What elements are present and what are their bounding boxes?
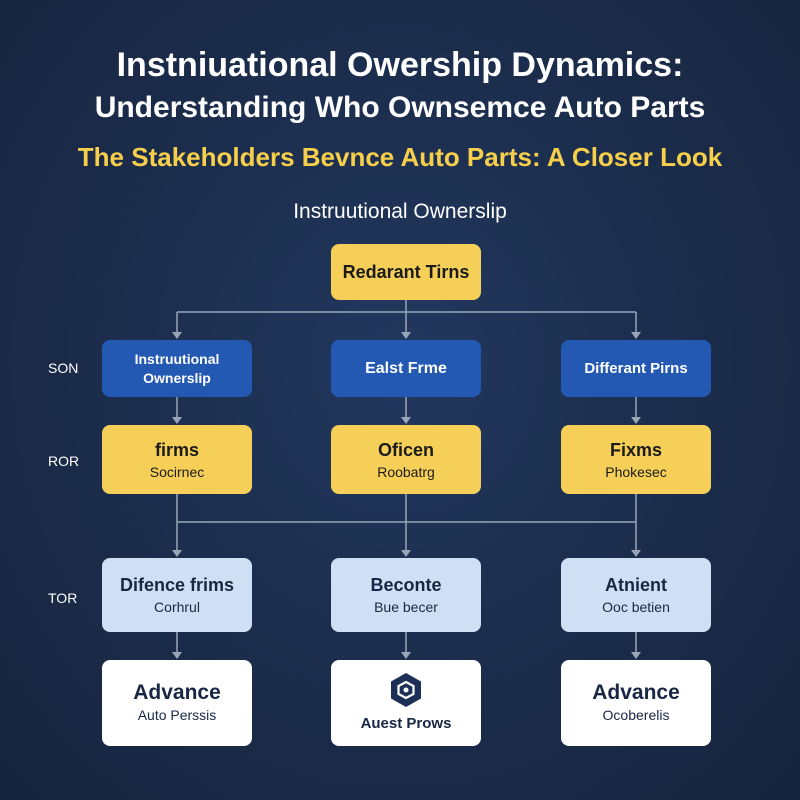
node-level1-1-label: Instruutional Ownerslip xyxy=(134,350,220,386)
node-level2-3: Fixms Phokesec xyxy=(561,425,711,494)
node-level4-1: Advance Auto Perssis xyxy=(102,660,252,746)
node-level2-2: Oficen Roobatrg xyxy=(331,425,481,494)
row-label-3: TOR xyxy=(48,590,78,606)
node-level1-2: Ealst Frme xyxy=(331,340,481,397)
node-level4-2: Auest Prows xyxy=(331,660,481,746)
node-level3-1-label: Difence frims xyxy=(119,575,235,595)
node-level4-1-label: Advance xyxy=(133,681,221,704)
node-level3-1: Difence frims Corhrul xyxy=(102,558,252,632)
node-level2-2-label: Oficen xyxy=(377,439,434,460)
node-level1-3-label: Differant Pirns xyxy=(584,360,688,377)
title-line-1: Instniuational Owership Dynamics: xyxy=(116,46,684,84)
node-level2-2-sub: Roobatrg xyxy=(377,463,435,480)
node-level2-3-label: Fixms xyxy=(609,439,663,460)
subtitle: The Stakeholders Bevnce Auto Parts: A Cl… xyxy=(77,142,723,172)
node-level1-1: Instruutional Ownerslip xyxy=(102,340,252,397)
hexagon-logo-icon xyxy=(391,673,421,707)
node-level3-3-sub: Ooc betien xyxy=(602,599,670,615)
node-level1-3: Differant Pirns xyxy=(561,340,711,397)
node-level4-1-sub: Auto Perssis xyxy=(137,707,217,723)
node-level4-3-label: Advance xyxy=(592,681,680,704)
node-level3-2-label: Beconte xyxy=(370,575,442,595)
row-label-2: ROR xyxy=(48,453,80,469)
node-root: Redarant Tirns xyxy=(331,244,481,300)
node-level2-1-label: firms xyxy=(154,439,199,460)
node-level3-3: Atnient Ooc betien xyxy=(561,558,711,632)
node-level3-1-sub: Corhrul xyxy=(154,599,200,615)
node-level3-2: Beconte Bue becer xyxy=(331,558,481,632)
node-level3-3-label: Atnient xyxy=(605,575,667,595)
title-line-2: Understanding Who Ownsemce Auto Parts xyxy=(94,91,706,124)
node-root-label: Redarant Tirns xyxy=(342,262,470,282)
node-level2-3-sub: Phokesec xyxy=(605,463,667,480)
node-level3-2-sub: Bue becer xyxy=(374,599,438,615)
node-level4-3-sub: Ocoberelis xyxy=(602,707,670,723)
node-level4-3: Advance Ocoberelis xyxy=(561,660,711,746)
row-label-1: SON xyxy=(48,360,79,376)
node-level4-2-label: Auest Prows xyxy=(360,715,452,732)
node-level1-2-label: Ealst Frme xyxy=(365,360,447,377)
node-level2-1: firms Socirnec xyxy=(102,425,252,494)
section-label: Instruutional Ownerslip xyxy=(293,200,507,223)
node-level2-1-sub: Socirnec xyxy=(149,463,205,480)
